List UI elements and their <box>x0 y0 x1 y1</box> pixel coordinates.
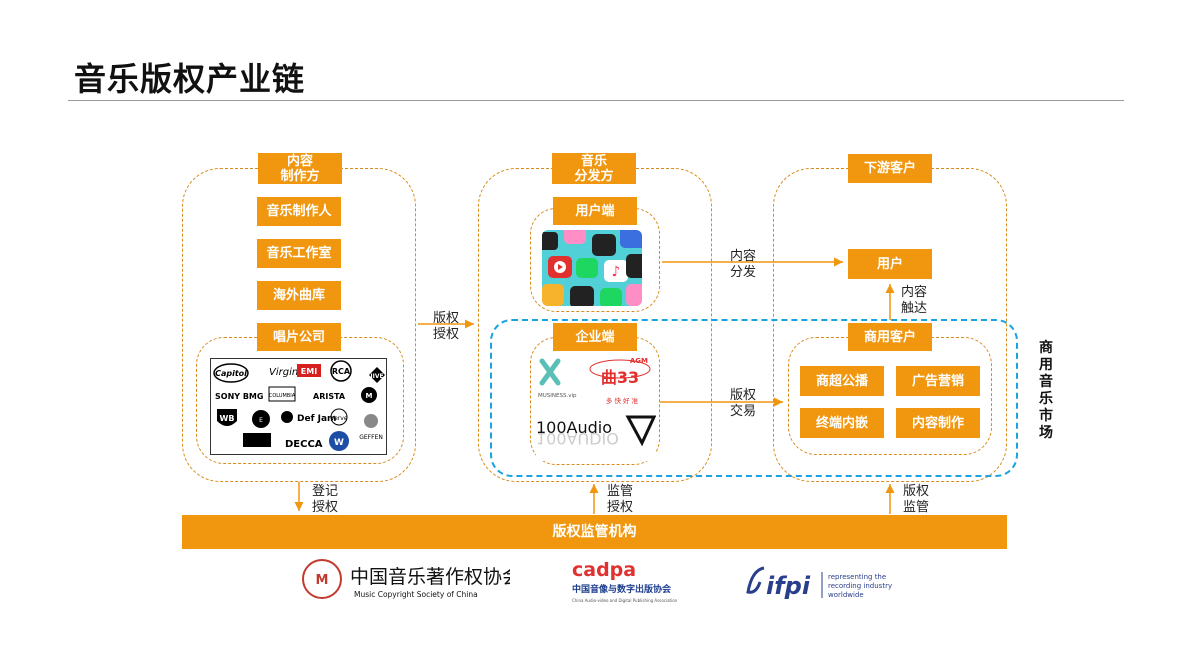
svg-text:JIVE: JIVE <box>369 373 383 380</box>
svg-text:COLUMBIA: COLUMBIA <box>269 393 296 399</box>
mcsc-chinese-name: 中国音乐著作权协会 <box>350 566 510 588</box>
def-jam-logo: Def Jam <box>281 411 336 424</box>
agm-text: AGM <box>630 357 648 365</box>
commercial-music-market-boundary <box>490 319 1018 477</box>
user-side-header: 用户端 <box>553 197 637 225</box>
producer-item-record-company: 唱片公司 <box>257 323 341 351</box>
elektra-logo: E <box>252 410 270 428</box>
app-icon <box>626 284 642 306</box>
commercial-item-advertising: 广告营销 <box>896 366 980 396</box>
svg-text:M: M <box>316 573 329 588</box>
commercial-item-device-embed: 终端内嵌 <box>800 408 884 438</box>
svg-text:GEFFEN: GEFFEN <box>359 434 383 441</box>
commercial-client-header: 商用客户 <box>848 323 932 351</box>
svg-text:Capitol: Capitol <box>215 369 247 378</box>
svg-text:M: M <box>366 392 373 400</box>
svg-text:EMI: EMI <box>301 367 317 376</box>
ifpi-tagline-1: representing the <box>828 573 886 581</box>
register-label: 登记 授权 <box>311 484 338 515</box>
emi-logo: EMI <box>297 364 321 377</box>
mcsc-logo: M 中国音乐著作权协会 Music Copyright Society of C… <box>300 557 521 603</box>
spotify-icon <box>576 258 598 278</box>
downstream-user: 用户 <box>848 249 932 279</box>
app-icon <box>626 254 642 278</box>
copyright-supervise-label: 版权 监管 <box>902 484 929 515</box>
svg-text:Verve: Verve <box>330 415 347 422</box>
label-logo-grid: Capitol Virgin EMI RCA JIVE SONY BMG COL… <box>213 360 385 451</box>
supervise-label: 监管 授权 <box>606 484 633 515</box>
svg-text:WB: WB <box>220 414 235 423</box>
capitol-logo: Capitol <box>213 363 249 383</box>
columbia-logo: COLUMBIA <box>268 386 296 402</box>
100audio-logo: 100Audio <box>536 418 612 437</box>
app-icon <box>542 284 564 306</box>
streaming-apps-image: ♪ <box>542 230 642 306</box>
enterprise-logos: MUSINESS.vip AGM 曲33 多 快 好 准 100Audio 10… <box>536 357 657 461</box>
svg-text:W: W <box>334 438 344 448</box>
decca-logo: DECCA <box>285 439 323 450</box>
record-label-logos: Capitol Virgin EMI RCA JIVE SONY BMG COL… <box>210 358 387 455</box>
mcsc-english-name: Music Copyright Society of China <box>354 590 478 599</box>
geffen-logo: GEFFEN <box>359 414 383 441</box>
cadpa-chinese-name: 中国音像与数字出版协会 <box>572 583 672 595</box>
ifpi-logo: ifpi representing the recording industry… <box>742 562 902 604</box>
app-icon <box>564 230 586 244</box>
producer-header: 内容 制作方 <box>258 153 342 184</box>
jive-logo: JIVE <box>369 367 385 383</box>
ifpi-tagline-2: recording industry <box>828 582 892 590</box>
svg-text:Def Jam: Def Jam <box>297 414 336 424</box>
content-touch-label: 内容 触达 <box>900 285 927 316</box>
commercial-music-market-label: 商 用 音 乐 市 场 <box>1039 340 1053 441</box>
regulator-bar: 版权监管机构 <box>182 515 1007 549</box>
warner-logo: W <box>329 431 349 451</box>
producer-item-music-studio: 音乐工作室 <box>257 239 341 268</box>
tidal-icon <box>570 286 594 306</box>
ifpi-mark: ifpi <box>766 572 811 600</box>
license-trade-label: 版权 交易 <box>729 388 756 419</box>
virgin-logo: Virgin <box>269 367 298 378</box>
downstream-header: 下游客户 <box>848 154 932 183</box>
license-label: 版权 授权 <box>432 311 459 342</box>
commercial-item-store-broadcast: 商超公播 <box>800 366 884 396</box>
v-logo <box>625 415 657 447</box>
ifpi-swoosh-icon <box>746 566 765 594</box>
sony-bmg-logo: SONY BMG <box>215 392 263 401</box>
verve-logo: Verve <box>330 408 348 426</box>
cadpa-logo: cadpa 中国音像与数字出版协会 China Audio-video and … <box>568 557 698 607</box>
app-icon <box>542 232 558 250</box>
app-icon <box>600 288 622 306</box>
100audio-reflection: 100AUDIO <box>536 429 619 448</box>
producer-item-music-producer: 音乐制作人 <box>257 197 341 226</box>
arista-logo: ARISTA <box>313 392 346 401</box>
svg-text:♪: ♪ <box>612 264 621 280</box>
producer-item-overseas-library: 海外曲库 <box>257 281 341 310</box>
musiness-text: MUSINESS.vip <box>538 393 577 399</box>
ifpi-tagline-3: worldwide <box>828 591 864 599</box>
agm-mark: 曲33 <box>601 368 639 387</box>
cadpa-english-name: China Audio-video and Digital Publishing… <box>572 598 678 603</box>
app-icon <box>592 234 616 256</box>
rca-logo: RCA <box>330 360 352 382</box>
mcsc-seal-icon <box>302 559 342 599</box>
svg-text:E: E <box>259 417 263 424</box>
motown-logo: M <box>361 387 377 403</box>
agm-slogan: 多 快 好 准 <box>606 396 639 405</box>
title-divider <box>68 100 1124 101</box>
app-icon <box>620 230 642 248</box>
island-logo <box>243 433 271 447</box>
apple-music-icon <box>604 260 628 282</box>
musiness-logo: MUSINESS.vip <box>538 358 577 399</box>
commercial-item-content-production: 内容制作 <box>896 408 980 438</box>
page-title: 音乐版权产业链 <box>74 60 306 98</box>
agm-logo: AGM 曲33 多 快 好 准 <box>589 357 651 405</box>
content-distribution-label: 内容 分发 <box>729 249 756 280</box>
cadpa-mark: cadpa <box>572 559 636 581</box>
enterprise-side-header: 企业端 <box>553 323 637 351</box>
wb-logo: WB <box>217 409 237 426</box>
distribution-header: 音乐 分发方 <box>552 153 636 184</box>
svg-text:RCA: RCA <box>332 367 351 376</box>
